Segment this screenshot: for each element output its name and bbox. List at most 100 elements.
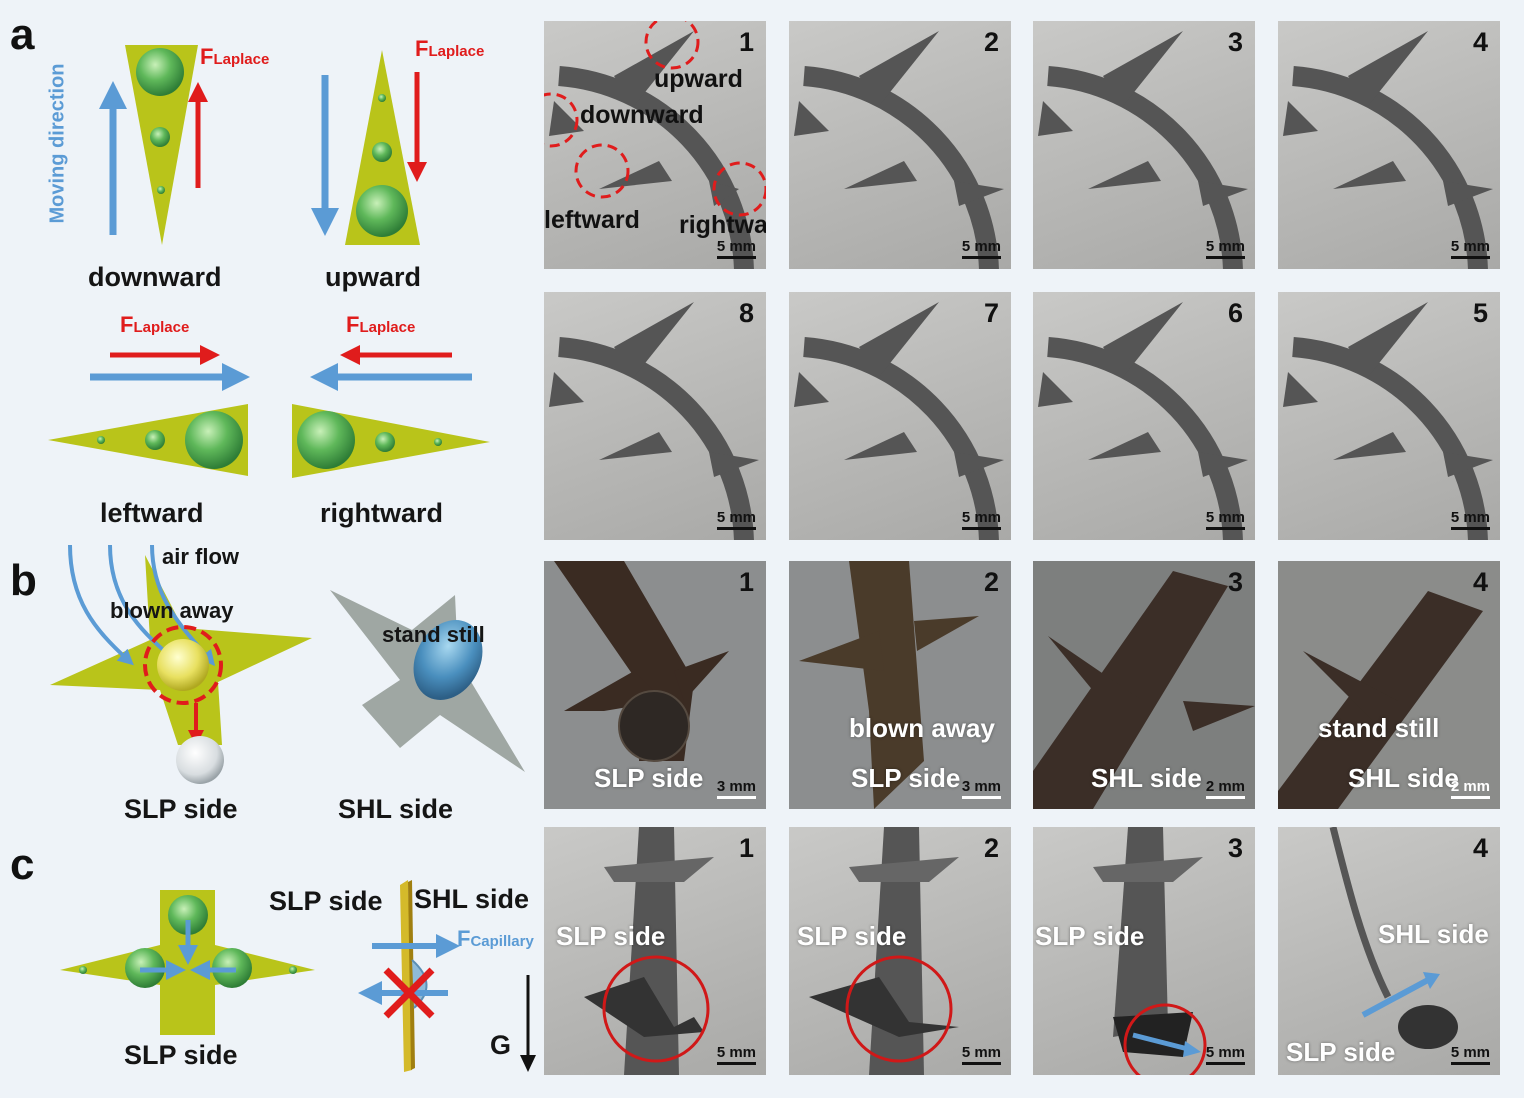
photo-caption: SLP side bbox=[1286, 1037, 1396, 1067]
rightward-label: rightward bbox=[320, 498, 444, 528]
scale-bar: 2 mm bbox=[1450, 778, 1490, 799]
scale-label: 5 mm bbox=[1450, 509, 1490, 526]
ring-spines-drawing bbox=[794, 302, 1004, 540]
moving-direction-label: Moving direction bbox=[46, 63, 69, 224]
spine-photo-drawing bbox=[584, 827, 714, 1075]
f-symbol: F bbox=[120, 312, 134, 337]
scale-label: 5 mm bbox=[1450, 238, 1490, 255]
scale-bar: 5 mm bbox=[1450, 238, 1490, 259]
ring-spines-drawing bbox=[544, 21, 766, 269]
scale-label: 5 mm bbox=[716, 1044, 756, 1061]
photo-row4-4: 4 SHL side SLP side 5 mm bbox=[1278, 827, 1500, 1075]
scale-line bbox=[716, 796, 756, 799]
spine-photo-drawing bbox=[554, 561, 729, 762]
photo-caption: SLP side bbox=[1035, 921, 1145, 951]
scale-label: 5 mm bbox=[716, 238, 756, 255]
scale-bar: 5 mm bbox=[1450, 509, 1490, 530]
frame-number: 3 bbox=[1227, 567, 1243, 597]
spine-photo-drawing bbox=[809, 827, 959, 1075]
photo-row3-3: 3 SHL side 2 mm bbox=[1033, 561, 1255, 809]
scale-line bbox=[1450, 256, 1490, 259]
scale-line bbox=[1205, 796, 1245, 799]
scale-label: 5 mm bbox=[1450, 1044, 1490, 1061]
laplace-subscript: Laplace bbox=[359, 319, 416, 336]
frame-number: 2 bbox=[983, 567, 999, 597]
frame-number: 1 bbox=[738, 27, 754, 57]
slp-side-label: SLP side bbox=[124, 794, 238, 824]
photo-caption: SHL side bbox=[1348, 763, 1459, 793]
scale-label: 2 mm bbox=[1450, 778, 1490, 795]
scale-label: 2 mm bbox=[1205, 778, 1245, 795]
laplace-subscript: Laplace bbox=[133, 319, 190, 336]
photo-caption: blown away bbox=[849, 713, 995, 743]
photo-caption: SHL side bbox=[1378, 919, 1489, 949]
scale-bar: 5 mm bbox=[961, 1044, 1001, 1065]
annotation-downward: downward bbox=[580, 101, 704, 129]
scale-bar: 5 mm bbox=[1205, 1044, 1245, 1065]
f-symbol: F bbox=[346, 312, 360, 337]
air-flow-label: air flow bbox=[162, 544, 240, 569]
frame-number: 7 bbox=[983, 298, 999, 328]
frame-number: 1 bbox=[738, 833, 754, 863]
photo-row2-1: 8 5 mm bbox=[544, 292, 766, 540]
slp-side-label: SLP side bbox=[269, 886, 383, 916]
capillary-subscript: Capillary bbox=[470, 933, 534, 950]
upward-label: upward bbox=[325, 262, 422, 292]
side-view-schematic bbox=[358, 880, 534, 1072]
gravity-arrow bbox=[520, 1055, 536, 1072]
shl-star-schematic bbox=[330, 590, 525, 772]
f-capillary-label: FCapillary bbox=[457, 926, 534, 952]
leftward-label: leftward bbox=[100, 498, 204, 528]
photo-row2-4: 5 5 mm bbox=[1278, 292, 1500, 540]
frame-number: 1 bbox=[738, 567, 754, 597]
scale-bar: 5 mm bbox=[1450, 1044, 1490, 1065]
spine-photo-drawing bbox=[1329, 827, 1458, 1049]
photo-row1-2: 2 5 mm bbox=[789, 21, 1011, 269]
photo-row1-3: 3 5 mm bbox=[1033, 21, 1255, 269]
gravity-label: G bbox=[490, 1030, 512, 1060]
scale-line bbox=[716, 1062, 756, 1065]
spine-photo-drawing bbox=[799, 561, 979, 809]
scale-label: 5 mm bbox=[1205, 1044, 1245, 1061]
scale-line bbox=[1450, 796, 1490, 799]
scale-line bbox=[961, 256, 1001, 259]
scale-bar: 3 mm bbox=[716, 778, 756, 799]
scale-label: 5 mm bbox=[1205, 238, 1245, 255]
ring-spines-drawing bbox=[1038, 302, 1248, 540]
scale-bar: 5 mm bbox=[716, 1044, 756, 1065]
schematic-diagrams bbox=[48, 45, 534, 1072]
scale-bar: 5 mm bbox=[716, 238, 756, 259]
photo-row3-1: 1 SLP side 3 mm bbox=[544, 561, 766, 809]
photo-caption: SLP side bbox=[556, 921, 666, 951]
photo-row3-4: 4 stand still SHL side 2 mm bbox=[1278, 561, 1500, 809]
scale-bar: 5 mm bbox=[716, 509, 756, 530]
frame-number: 4 bbox=[1472, 27, 1488, 57]
scale-label: 3 mm bbox=[961, 778, 1001, 795]
scale-line bbox=[961, 796, 1001, 799]
scale-label: 5 mm bbox=[961, 1044, 1001, 1061]
frame-number: 4 bbox=[1472, 567, 1488, 597]
f-laplace-label: FLaplace bbox=[415, 36, 484, 62]
f-laplace-label: FLaplace bbox=[200, 44, 269, 70]
scale-bar: 2 mm bbox=[1205, 778, 1245, 799]
photo-row1-4: 4 5 mm bbox=[1278, 21, 1500, 269]
scale-bar: 5 mm bbox=[1205, 238, 1245, 259]
scale-bar: 5 mm bbox=[961, 509, 1001, 530]
scale-label: 5 mm bbox=[961, 509, 1001, 526]
scale-bar: 5 mm bbox=[1205, 509, 1245, 530]
scale-line bbox=[961, 1062, 1001, 1065]
scale-line bbox=[1450, 1062, 1490, 1065]
photo-caption: SHL side bbox=[1091, 763, 1202, 793]
spine-leftward bbox=[48, 345, 250, 476]
spine-photo-drawing bbox=[1278, 591, 1483, 809]
photo-row2-3: 6 5 mm bbox=[1033, 292, 1255, 540]
frame-number: 3 bbox=[1227, 27, 1243, 57]
scale-label: 3 mm bbox=[716, 778, 756, 795]
slp-side-label: SLP side bbox=[124, 1040, 238, 1070]
frame-number: 6 bbox=[1227, 298, 1243, 328]
f-symbol: F bbox=[200, 44, 214, 69]
frame-number: 4 bbox=[1472, 833, 1488, 863]
spine-downward bbox=[99, 45, 208, 245]
shl-side-label: SHL side bbox=[338, 794, 454, 824]
spine-rightward bbox=[292, 345, 490, 478]
